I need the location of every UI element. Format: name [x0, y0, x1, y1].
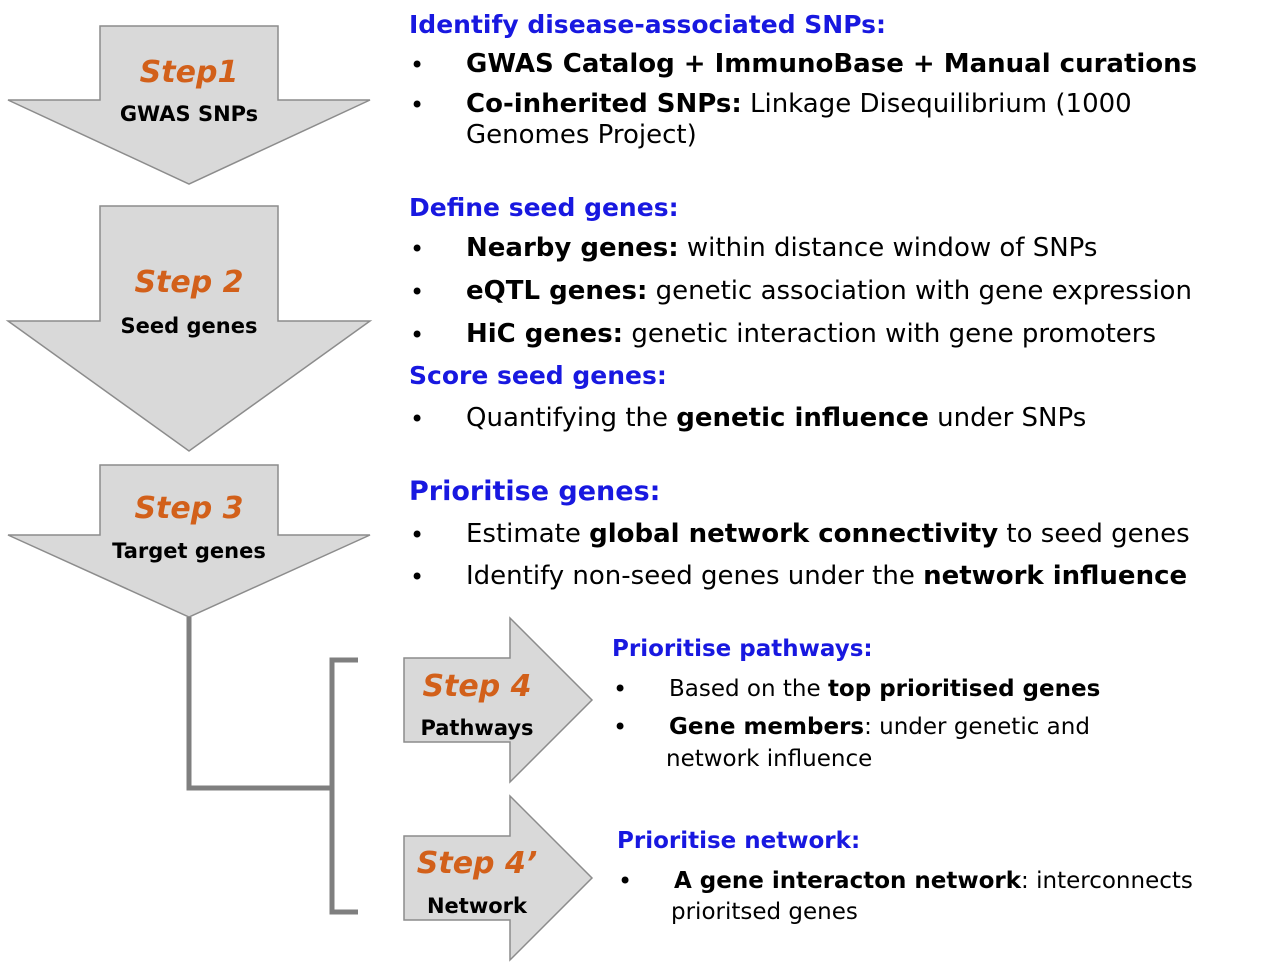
- prioritise-genes-bullet-1: Estimate global network connectivity to …: [466, 519, 1190, 550]
- step3-sub: Target genes: [112, 539, 266, 563]
- pg-b1-bold: global network connectivity: [589, 519, 999, 549]
- score-b1-a: Quantifying the: [466, 403, 677, 433]
- step1-label: Step1: [139, 55, 239, 90]
- nw-b1-bold: A gene interacton network: [674, 868, 1022, 894]
- identify-bullet-2: Co-inherited SNPs: Linkage Disequilibriu…: [466, 89, 1132, 120]
- step2-label: Step 2: [134, 265, 244, 300]
- bullet-dot: •: [410, 278, 425, 306]
- identify-bullet-2-cont: Genomes Project): [466, 120, 697, 150]
- step4prime-arrow: [403, 794, 594, 962]
- step3-label: Step 3: [134, 491, 244, 526]
- pg-b1-a: Estimate: [466, 519, 590, 549]
- bullet-dot: •: [618, 867, 633, 895]
- bullet-dot: •: [410, 321, 425, 349]
- define-b1-text: within distance window of SNPs: [678, 233, 1098, 263]
- score-heading: Score seed genes:: [409, 361, 667, 390]
- bullet-dot: •: [410, 521, 425, 549]
- bullet-dot: •: [410, 405, 425, 433]
- score-b1-bold: genetic influence: [676, 403, 929, 433]
- define-bullet-3: HiC genes: genetic interaction with gene…: [466, 319, 1156, 350]
- pw-b1-a: Based on the: [669, 676, 828, 702]
- define-b2-text: genetic association with gene expression: [647, 276, 1192, 306]
- step1-sub: GWAS SNPs: [119, 102, 259, 126]
- step4prime-label: Step 4’: [416, 846, 538, 881]
- pathways-bullet-2: Gene members: under genetic and: [669, 713, 1090, 741]
- define-heading: Define seed genes:: [409, 193, 679, 222]
- score-b1-b: under SNPs: [928, 403, 1087, 433]
- define-b2-bold: eQTL genes:: [466, 276, 648, 306]
- bullet-dot: •: [613, 713, 628, 741]
- bullet-dot: •: [410, 235, 425, 263]
- bullet-dot: •: [613, 675, 628, 703]
- identify-heading: Identify disease-associated SNPs:: [409, 10, 886, 39]
- nw-b1-text: : interconnects: [1021, 868, 1193, 894]
- bullet-dot: •: [410, 563, 425, 591]
- pg-b2-bold: network influence: [923, 561, 1188, 591]
- pathways-bullet-2-cont: network influence: [666, 746, 873, 772]
- score-bullet-1: Quantifying the genetic influence under …: [466, 403, 1086, 434]
- pw-b1-bold: top prioritised genes: [827, 676, 1101, 702]
- step3-arrow: [7, 464, 371, 618]
- identify-b2-text: Linkage Disequilibrium (1000: [741, 89, 1132, 119]
- network-heading: Prioritise network:: [617, 828, 861, 854]
- pw-b2-text: : under genetic and: [864, 714, 1090, 740]
- step2-arrow: [5, 205, 373, 452]
- pg-b2-a: Identify non-seed genes under the: [466, 561, 924, 591]
- connector-line: [186, 617, 330, 791]
- bullet-dot: •: [410, 91, 425, 119]
- prioritise-genes-heading: Prioritise genes:: [409, 476, 661, 507]
- pathways-bullet-1: Based on the top prioritised genes: [669, 675, 1100, 703]
- step4-arrow: [403, 616, 594, 784]
- identify-b1: GWAS Catalog + ImmunoBase + Manual curat…: [466, 49, 1198, 79]
- identify-bullet-1: GWAS Catalog + ImmunoBase + Manual curat…: [466, 49, 1197, 80]
- step1-arrow: [7, 25, 371, 185]
- define-b1-bold: Nearby genes:: [466, 233, 679, 263]
- step4prime-sub: Network: [426, 894, 527, 918]
- pathways-heading: Prioritise pathways:: [612, 636, 873, 662]
- define-bullet-1: Nearby genes: within distance window of …: [466, 233, 1097, 264]
- network-bullet-1: A gene interacton network: interconnects: [674, 867, 1193, 895]
- step4-sub: Pathways: [420, 716, 534, 740]
- define-b3-bold: HiC genes:: [466, 319, 624, 349]
- define-bullet-2: eQTL genes: genetic association with gen…: [466, 276, 1192, 307]
- identify-b2-bold: Co-inherited SNPs:: [466, 89, 742, 119]
- pw-b2-bold: Gene members: [669, 714, 865, 740]
- bullet-dot: •: [410, 51, 425, 79]
- step2-sub: Seed genes: [120, 314, 258, 338]
- network-bullet-1-cont: prioritsed genes: [671, 899, 858, 925]
- bracket: [329, 657, 358, 915]
- prioritise-genes-bullet-2: Identify non-seed genes under the networ…: [466, 561, 1187, 592]
- pg-b1-b: to seed genes: [998, 519, 1190, 549]
- define-b3-text: genetic interaction with gene promoters: [623, 319, 1157, 349]
- step4-label: Step 4: [422, 669, 532, 704]
